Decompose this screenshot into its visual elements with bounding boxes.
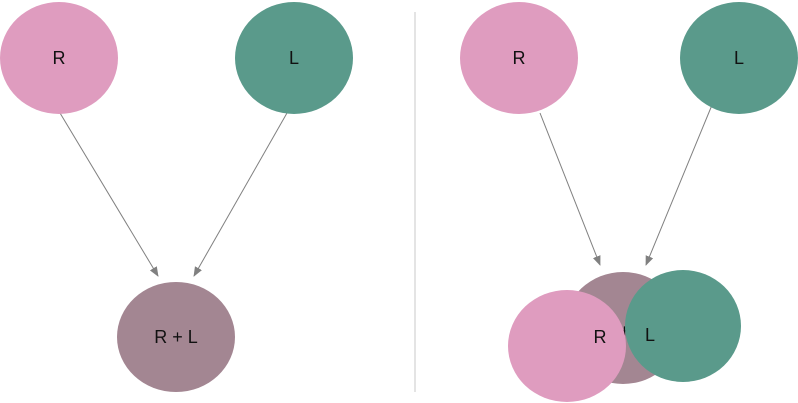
right-overlay-l-label: L	[645, 325, 655, 345]
right-overlay-r	[508, 290, 626, 402]
left-node-r-label: R	[53, 48, 66, 68]
right-arrow-r-to-rl	[539, 112, 601, 266]
left-node-l-label: L	[289, 48, 299, 68]
left-arrow-l-to-rl	[193, 112, 288, 277]
right-overlay-l	[625, 270, 741, 382]
right-node-l	[680, 2, 798, 114]
left-node-l	[235, 2, 353, 114]
left-node-r	[0, 2, 118, 114]
right-panel: R L R + L R L	[460, 2, 798, 402]
right-node-r-label: R	[513, 48, 526, 68]
right-node-r	[460, 2, 578, 114]
left-panel: R L R + L	[0, 2, 353, 392]
left-node-rl	[117, 282, 235, 392]
left-node-rl-label: R + L	[154, 327, 198, 347]
right-arrow-l-to-rl	[645, 104, 713, 266]
right-overlay-r-label: R	[594, 327, 607, 347]
left-arrow-r-to-rl	[59, 112, 159, 277]
right-node-l-label: L	[734, 48, 744, 68]
